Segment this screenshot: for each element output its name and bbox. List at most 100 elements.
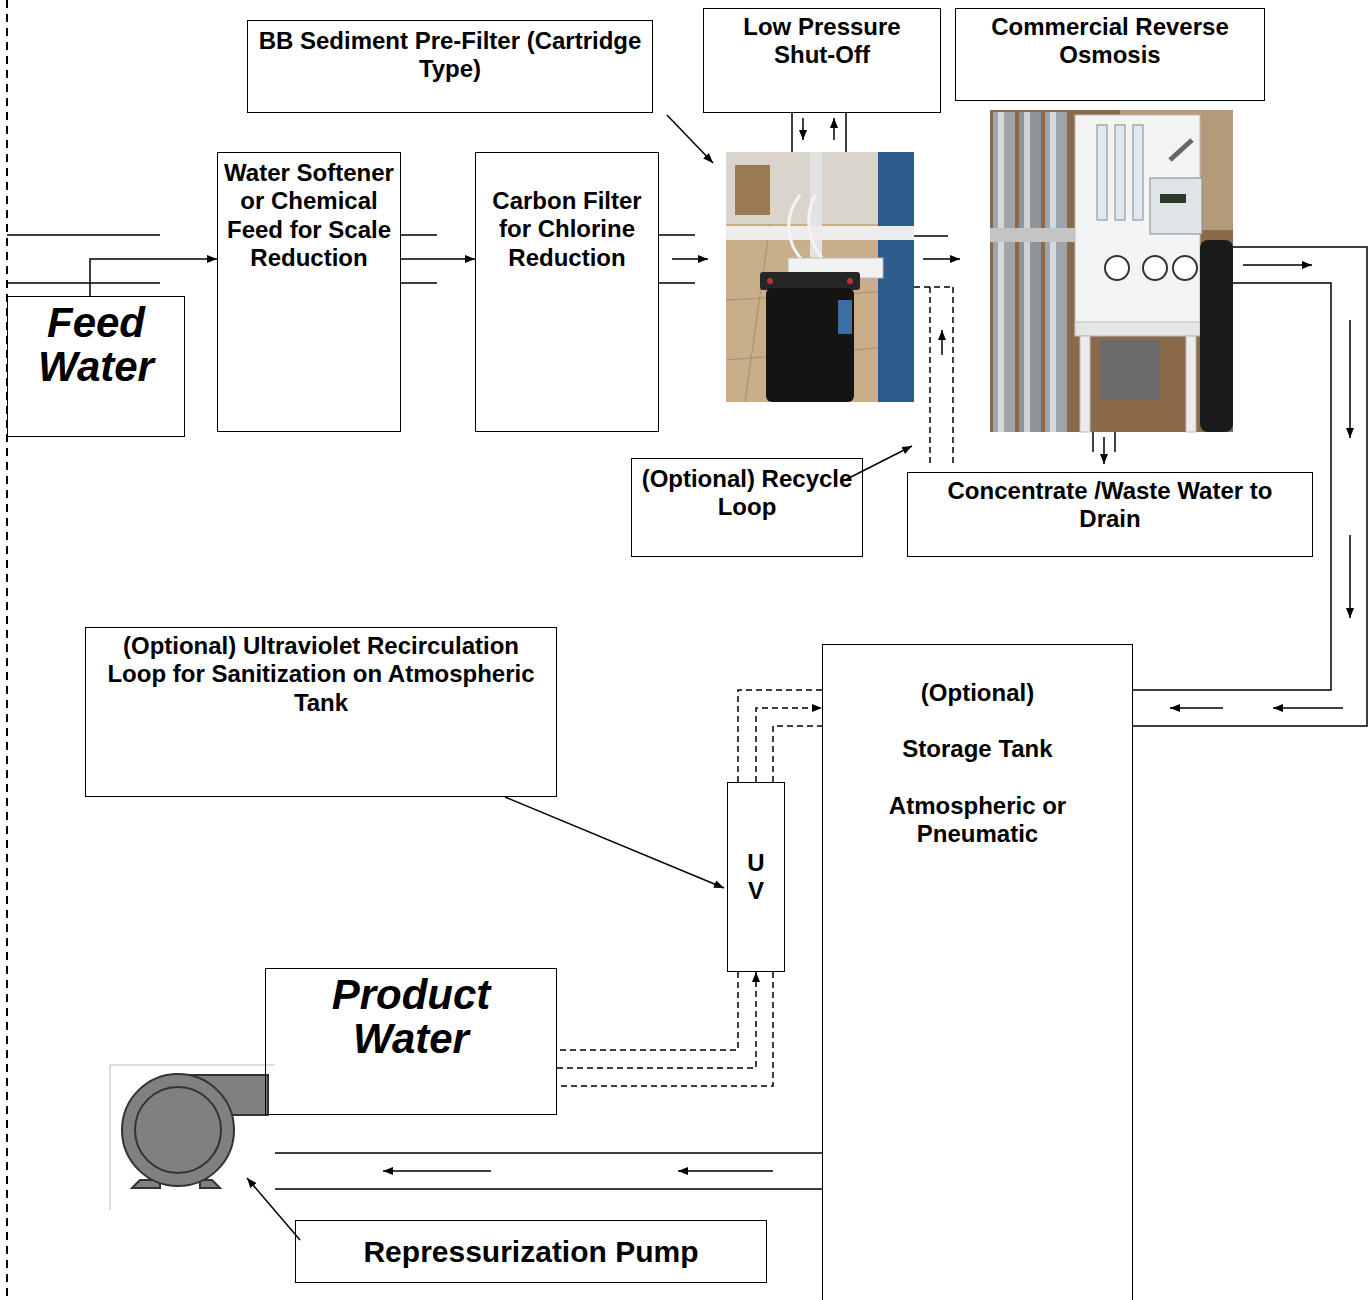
reverse-osmosis-photo-part xyxy=(1080,336,1090,432)
reverse-osmosis-photo-part xyxy=(1075,322,1200,336)
reverse-osmosis-photo-part xyxy=(1045,112,1067,432)
prefilter-photo-part xyxy=(735,165,770,215)
dashed-loop-part xyxy=(929,287,931,463)
pipe-line-part xyxy=(1349,535,1351,618)
prefilter-photo-part xyxy=(767,278,773,284)
dashed-loop-part xyxy=(941,330,943,355)
pipe-line-part xyxy=(659,234,695,236)
flow-connector xyxy=(401,258,475,260)
pipe-line-part xyxy=(1243,264,1312,266)
prefilter-photo xyxy=(726,152,914,402)
reverse-osmosis-photo-part xyxy=(990,110,1233,432)
callout-box: Low Pressure Shut-Off xyxy=(703,8,941,113)
dashed-loop-part xyxy=(557,972,773,1086)
flow-connector xyxy=(557,972,756,1068)
pump-icon-part xyxy=(135,1087,221,1173)
node-label: (Optional) Recycle Loop xyxy=(638,465,856,522)
node-label: Repressurization Pump xyxy=(363,1234,698,1269)
callout-box: Concentrate /Waste Water to Drain xyxy=(907,472,1313,557)
pump-icon-part xyxy=(110,1065,111,1210)
callout-box: (Optional) Recycle Loop xyxy=(631,458,863,557)
pipe-line-part xyxy=(401,234,437,236)
reverse-osmosis-photo-part xyxy=(1024,112,1030,432)
dashed-loop-part xyxy=(738,690,822,782)
reverse-osmosis-photo-part xyxy=(1143,256,1167,280)
process-box: Carbon Filter for Chlorine Reduction xyxy=(475,152,659,432)
reverse-osmosis-photo-part xyxy=(1160,194,1186,203)
node-label: Commercial Reverse Osmosis xyxy=(962,13,1258,70)
node-label: Product Water xyxy=(272,973,550,1061)
callout-box: (Optional) Ultraviolet Recirculation Loo… xyxy=(85,627,557,797)
dashed-loop xyxy=(557,287,953,1086)
terminal-box: Product Water xyxy=(265,968,557,1115)
flow-connector xyxy=(756,708,822,782)
reverse-osmosis-photo-part xyxy=(1105,256,1129,280)
dashed-loop-part xyxy=(952,287,954,463)
pipe-line-part xyxy=(659,282,695,284)
pipe-line xyxy=(7,113,1367,1189)
prefilter-photo-part xyxy=(847,278,853,284)
pipe-line-part xyxy=(845,113,847,152)
pipe-line-part xyxy=(672,258,708,260)
boundary-dash-part xyxy=(6,0,8,1300)
pipe-line-part xyxy=(791,113,793,152)
pipe-line-part xyxy=(1170,707,1223,709)
dashed-loop-part xyxy=(773,726,822,782)
pipe-line-part xyxy=(7,234,160,236)
leader-line-part xyxy=(845,446,912,480)
reverse-osmosis-photo-part xyxy=(1097,125,1107,220)
reverse-osmosis-photo-part xyxy=(1100,340,1160,400)
callout-box: Repressurization Pump xyxy=(295,1220,767,1283)
reverse-osmosis-photo-part xyxy=(1133,125,1143,220)
node-label: (Optional) xyxy=(921,679,1034,707)
pump-icon-part xyxy=(122,1074,234,1186)
node-label: Water Softener or Chemical Feed for Scal… xyxy=(224,159,394,272)
pipe-line-part xyxy=(914,235,948,237)
reverse-osmosis-photo-part xyxy=(1019,112,1041,432)
prefilter-photo-part xyxy=(726,152,914,402)
node-label: U V xyxy=(744,849,768,904)
dashed-loop-part xyxy=(557,972,738,1050)
pipe-line-part xyxy=(1092,432,1094,452)
prefilter-photo-part xyxy=(766,288,854,402)
boundary-dash xyxy=(6,0,8,1300)
pipe-line-part xyxy=(678,1170,773,1172)
leader-line-part xyxy=(667,115,713,163)
reverse-osmosis-photo-part xyxy=(990,228,1075,242)
pipe-line-part xyxy=(802,118,804,140)
node-label: Storage Tank xyxy=(902,735,1052,763)
reverse-osmosis-photo-part xyxy=(993,112,1015,432)
reverse-osmosis-photo-part xyxy=(1186,336,1196,432)
node-label: BB Sediment Pre-Filter (Cartridge Type) xyxy=(254,27,646,84)
node-label: Feed Water xyxy=(14,301,178,389)
pipe-line-part xyxy=(1349,320,1351,438)
pipe-line-part xyxy=(383,1170,491,1172)
prefilter-photo-part xyxy=(838,300,852,334)
pipe-line-part xyxy=(275,1188,822,1190)
reverse-osmosis-photo-part xyxy=(998,112,1004,432)
flow-connector xyxy=(505,797,724,888)
process-box: Water Softener or Chemical Feed for Scal… xyxy=(217,152,401,432)
pipe-line-part xyxy=(1114,432,1116,452)
pump-icon-part xyxy=(110,1065,275,1066)
pipe-line-part xyxy=(923,258,960,260)
pipe-line-part xyxy=(401,282,437,284)
node-label: Atmospheric or Pneumatic xyxy=(829,792,1126,849)
node-label: Concentrate /Waste Water to Drain xyxy=(914,477,1306,534)
pipe-line-part xyxy=(275,1152,822,1154)
reverse-osmosis-photo-part xyxy=(1170,140,1192,160)
node-label: (Optional) Ultraviolet Recirculation Loo… xyxy=(92,632,550,717)
prefilter-photo-part xyxy=(789,195,825,262)
pipe-line-part xyxy=(1273,707,1343,709)
pipe-line-part xyxy=(1103,437,1105,464)
reverse-osmosis-photo-part xyxy=(1173,256,1197,280)
callout-box: BB Sediment Pre-Filter (Cartridge Type) xyxy=(247,20,653,113)
pump-icon xyxy=(110,1065,275,1210)
pipe-line-part xyxy=(833,118,835,140)
flow-connector xyxy=(90,259,217,296)
node-label: Low Pressure Shut-Off xyxy=(710,13,934,70)
pipe-line-part xyxy=(7,282,160,284)
dashed-loop-part xyxy=(914,286,953,288)
reverse-osmosis-photo-part xyxy=(1200,240,1233,432)
prefilter-photo-part xyxy=(760,272,860,290)
